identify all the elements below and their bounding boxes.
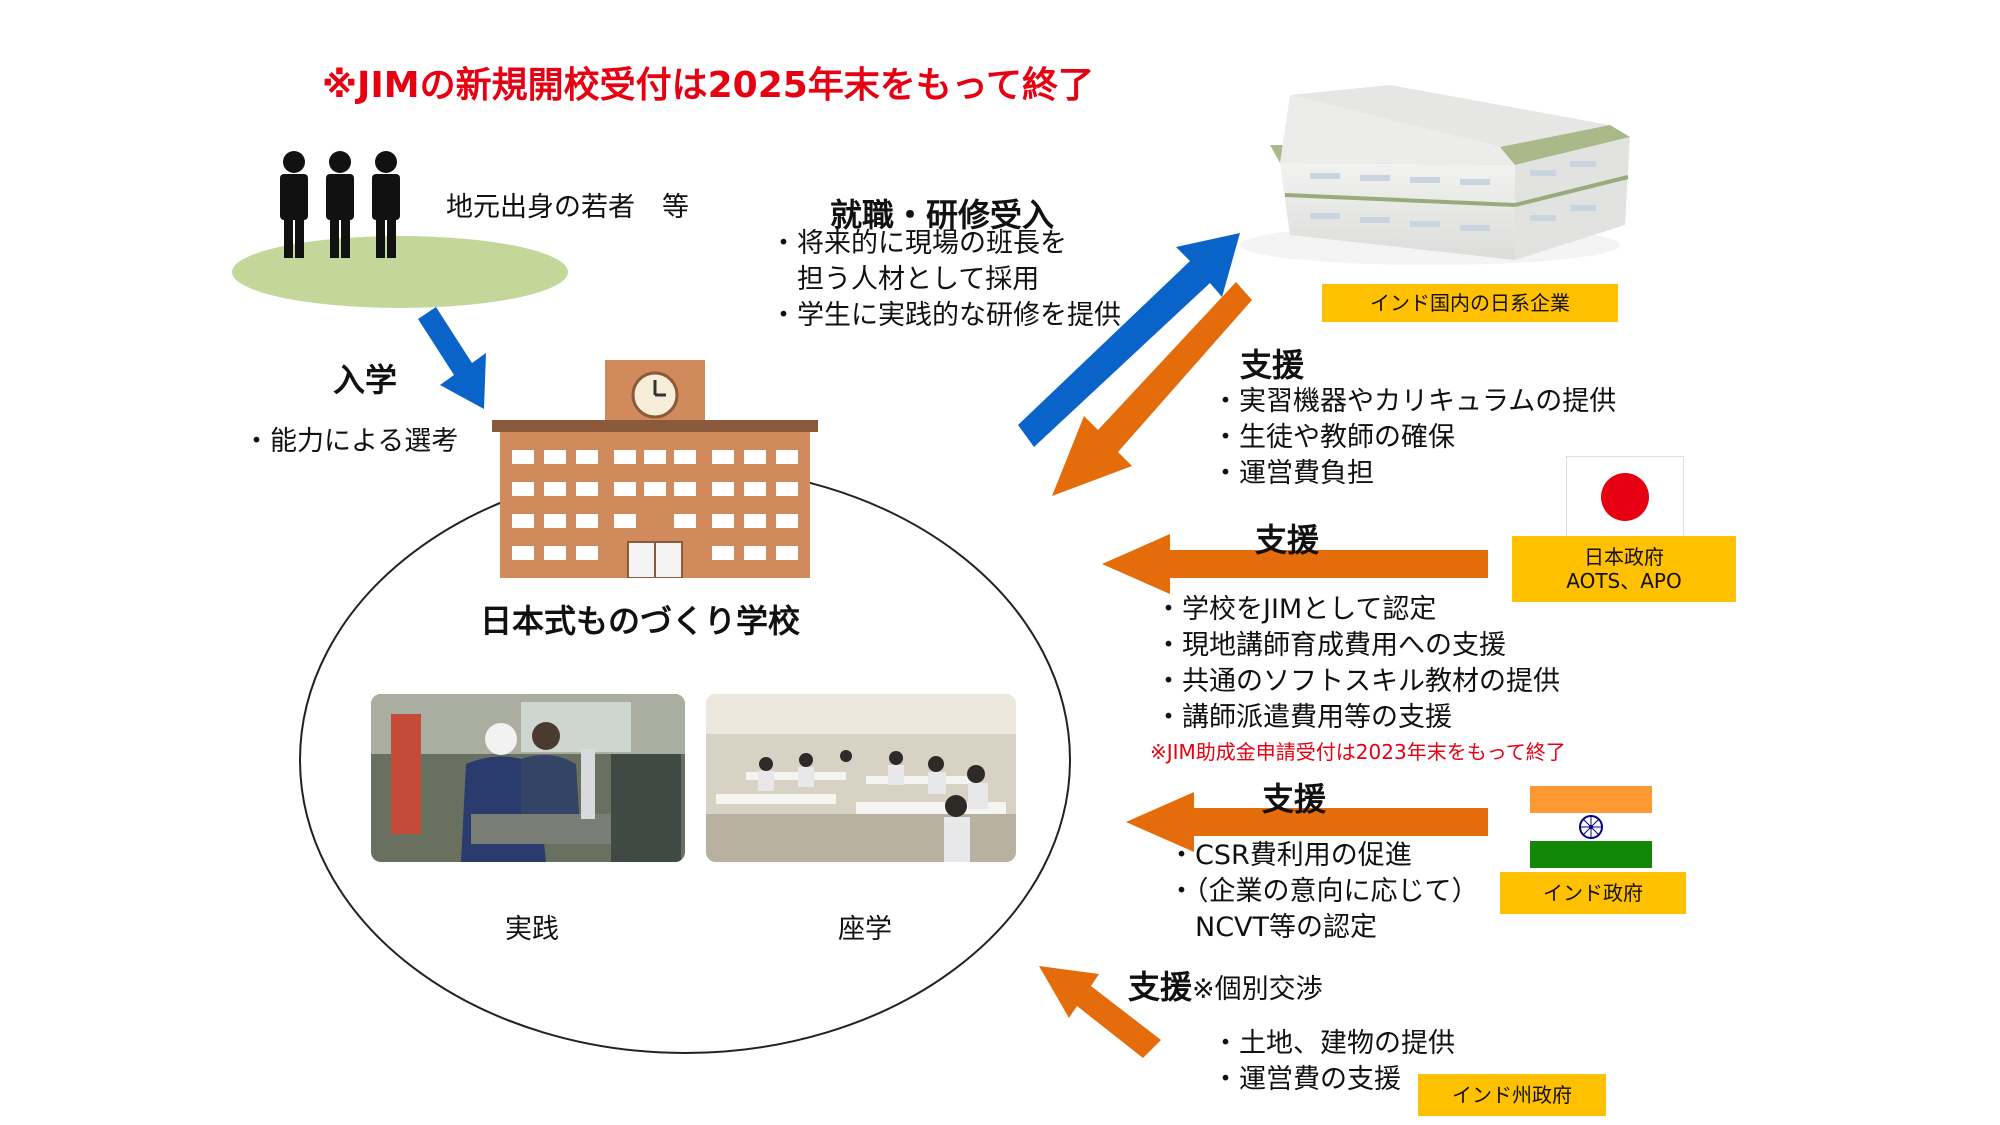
people-label: 地元出身の若者 等: [446, 192, 689, 223]
classroom-label: 座学: [838, 914, 892, 945]
japan-government-support-item: ・講師派遣費用等の支援: [1155, 702, 1452, 733]
japan-government-support-item: ・共通のソフトスキル教材の提供: [1155, 666, 1560, 697]
state-government-support-arrow: [1039, 966, 1161, 1058]
enrollment-item: ・能力による選考: [243, 426, 459, 457]
india-government-support-item: NCVT等の認定: [1168, 912, 1378, 943]
japan-government-support-arrow: [1102, 534, 1488, 594]
classroom-photo: [706, 694, 1016, 862]
japan-government-support-item: ・現地講師育成費用への支援: [1155, 630, 1506, 661]
india-flag-icon: [1530, 786, 1652, 868]
state-government-support-heading: 支援: [1128, 968, 1193, 1006]
subsidy-closing-note: ※JIM助成金申請受付は2023年末をもって終了: [1150, 740, 1566, 764]
company-support-item: ・運営費負担: [1212, 458, 1374, 489]
state-government-support-items: ・土地、建物の提供 ・運営費の支援: [1212, 1026, 1455, 1098]
employment-arrow: [1018, 233, 1240, 447]
company-support-item: ・生徒や教師の確保: [1212, 422, 1455, 453]
india-government-support-arrow: [1126, 792, 1488, 852]
japan-government-support-items: ・学校をJIMとして認定 ・現地講師育成費用への支援 ・共通のソフトスキル教材の…: [1155, 592, 1560, 736]
state-government-support-item: ・運営費の支援: [1212, 1064, 1401, 1095]
japan-government-label-line2: AOTS、APO: [1566, 569, 1682, 593]
state-government-support-item: ・土地、建物の提供: [1212, 1028, 1455, 1059]
employment-heading: 就職・研修受入: [830, 196, 1055, 234]
factory-building-illustration: [1240, 85, 1630, 265]
india-government-label: インド政府: [1500, 872, 1686, 914]
employment-item: ・学生に実践的な研修を提供: [770, 300, 1121, 331]
enrollment-arrow: [418, 307, 486, 409]
practice-photo: [371, 694, 685, 862]
state-government-label: インド州政府: [1418, 1074, 1606, 1116]
india-government-support-heading: 支援: [1262, 780, 1327, 818]
india-government-support-item: ・（企業の意向に応じて）: [1168, 876, 1479, 907]
japan-flag-icon: [1566, 456, 1684, 538]
company-support-item: ・実習機器やカリキュラムの提供: [1212, 386, 1617, 417]
people-on-field-illustration: [232, 151, 568, 308]
japan-government-support-heading: 支援: [1255, 521, 1320, 559]
india-government-support-items: ・CSR費利用の促進 ・（企業の意向に応じて） NCVT等の認定: [1168, 838, 1479, 946]
enrollment-heading: 入学: [333, 361, 398, 399]
school-name: 日本式ものづくり学校: [480, 602, 801, 640]
japan-government-label-line1: 日本政府: [1584, 545, 1664, 569]
school-building-illustration: [492, 360, 818, 578]
state-government-support-heading-group: 支援※個別交渉: [1128, 962, 1323, 1008]
employment-item: ・将来的に現場の班長を: [770, 228, 1067, 259]
india-government-support-item: ・CSR費利用の促進: [1168, 840, 1412, 871]
company-support-items: ・実習機器やカリキュラムの提供 ・生徒や教師の確保 ・運営費負担: [1212, 384, 1616, 492]
state-government-support-heading-note: ※個別交渉: [1192, 974, 1323, 1005]
company-support-heading: 支援: [1240, 346, 1305, 384]
japan-government-support-item: ・学校をJIMとして認定: [1155, 594, 1437, 625]
japan-government-label: 日本政府 AOTS、APO: [1512, 536, 1736, 602]
company-support-arrow: [1052, 282, 1252, 496]
japanese-companies-label: インド国内の日系企業: [1322, 284, 1618, 322]
employment-item: 担う人材として採用: [770, 264, 1040, 295]
closing-notice: ※JIMの新規開校受付は2025年末をもって終了: [322, 65, 1095, 106]
practice-label: 実践: [505, 914, 559, 945]
employment-items: ・将来的に現場の班長を 担う人材として採用 ・学生に実践的な研修を提供: [770, 226, 1121, 334]
